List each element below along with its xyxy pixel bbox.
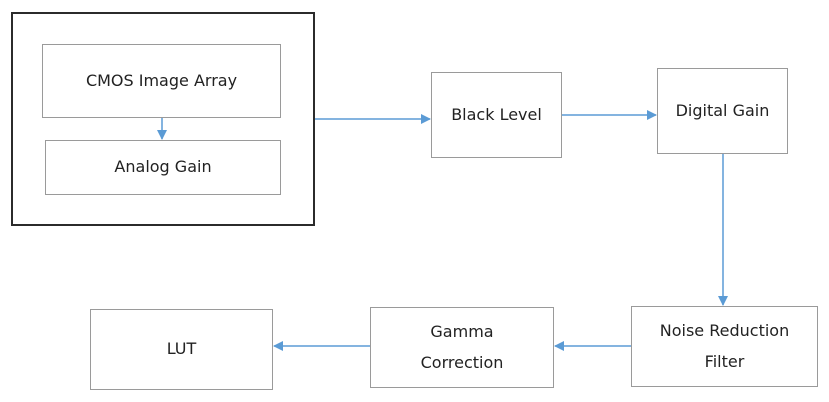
- noise-reduction-filter-label: Noise Reduction Filter: [659, 321, 790, 371]
- digital-gain-box: Digital Gain: [657, 68, 788, 154]
- black-level-label: Black Level: [451, 104, 542, 124]
- analog-gain-box: Analog Gain: [45, 140, 281, 195]
- digital-gain-label: Digital Gain: [675, 100, 770, 120]
- noise-reduction-filter-box: Noise Reduction Filter: [631, 306, 818, 387]
- lut-box: LUT: [90, 309, 273, 390]
- cmos-image-array-label: CMOS Image Array: [85, 70, 238, 90]
- lut-label: LUT: [166, 339, 197, 359]
- cmos-image-array-box: CMOS Image Array: [42, 44, 281, 118]
- black-level-box: Black Level: [431, 72, 562, 158]
- analog-gain-label: Analog Gain: [114, 157, 212, 177]
- gamma-correction-box: Gamma Correction: [370, 307, 554, 388]
- gamma-correction-label: Gamma Correction: [420, 322, 504, 372]
